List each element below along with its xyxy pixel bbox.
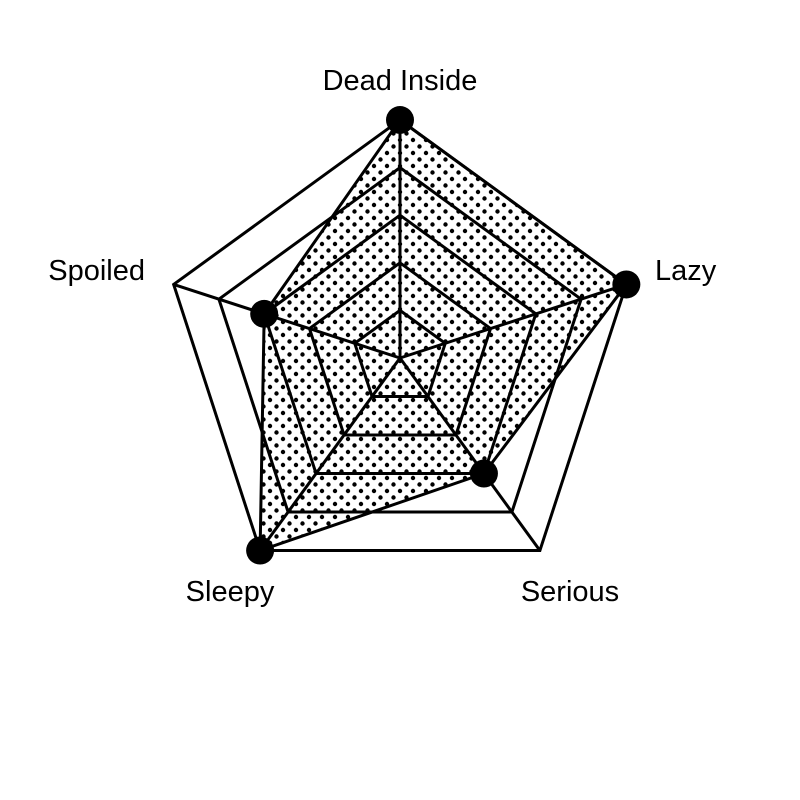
- axis-label-dead-inside: Dead Inside: [323, 65, 478, 97]
- radar-data-points: [246, 106, 641, 565]
- axis-label-lazy: Lazy: [655, 255, 717, 287]
- data-area-outline: [258, 117, 629, 553]
- radar-data-area: [260, 120, 627, 551]
- spoke-spoiled: [173, 283, 401, 360]
- spoke-lazy: [399, 283, 627, 360]
- grid-ring-1: [352, 308, 448, 399]
- data-point-lazy: [612, 270, 641, 299]
- grid-ring-4: [217, 165, 583, 514]
- spoke-sleepy: [258, 357, 402, 552]
- spoke-serious: [398, 357, 542, 552]
- radar-spokes: [173, 120, 627, 552]
- grid-ring-2: [307, 260, 493, 437]
- axis-label-serious: Serious: [521, 576, 619, 608]
- data-point-sleepy: [246, 536, 275, 565]
- data-point-serious: [469, 459, 498, 488]
- data-area-fill: [260, 120, 627, 551]
- data-point-spoiled: [250, 299, 279, 328]
- data-point-dead-inside: [386, 106, 414, 134]
- axis-label-spoiled: Spoiled: [48, 255, 145, 287]
- grid-ring-3: [262, 213, 538, 476]
- axis-label-sleepy: Sleepy: [186, 576, 275, 608]
